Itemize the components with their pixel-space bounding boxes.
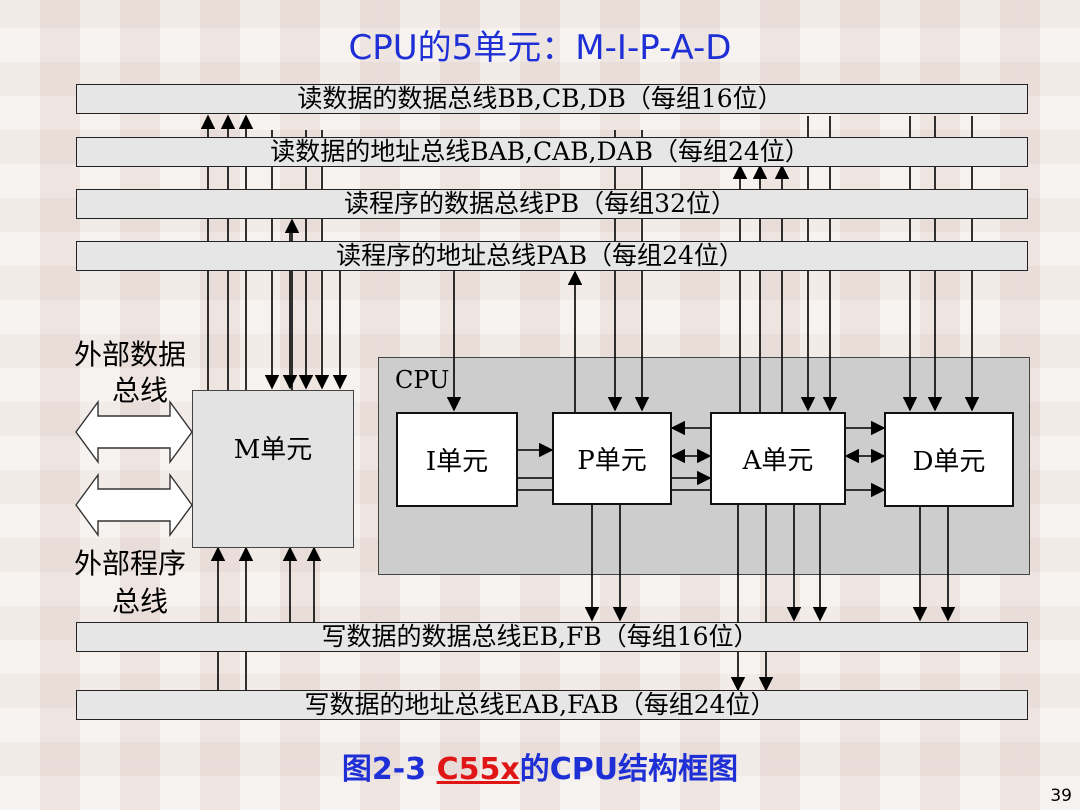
i-unit: I单元 [396, 412, 518, 507]
write-data-bus-label: 写数据的数据总线EB,FB（每组16位） [321, 622, 759, 651]
ext-prog-bus-label-2: 总线 [112, 585, 169, 618]
m-unit: M单元 [192, 390, 354, 548]
p-unit: P单元 [552, 412, 672, 505]
caption-prefix: 图2-3 [341, 752, 437, 787]
page-number: 39 [1050, 786, 1072, 806]
a-unit: A单元 [710, 412, 846, 505]
read-addr-bus [76, 137, 1028, 167]
caption-suffix: 的CPU结构框图 [519, 752, 739, 787]
read-data-bus [76, 84, 1028, 114]
write-addr-bus [76, 690, 1028, 720]
prog-data-bus-label: 读程序的数据总线PB（每组32位） [343, 189, 736, 218]
ext-data-bus-label-2: 总线 [112, 374, 169, 407]
ext-data-bus-label-1: 外部数据 [74, 338, 187, 371]
ext-prog-bus-label-1: 外部程序 [74, 547, 187, 580]
write-addr-bus-label: 写数据的地址总线EAB,FAB（每组24位） [304, 690, 776, 719]
caption-link[interactable]: C55x [436, 752, 520, 787]
figure-caption: 图2-3 C55x的CPU结构框图 [0, 744, 1080, 788]
prog-addr-bus-label: 读程序的地址总线PAB（每组24位） [336, 241, 744, 270]
prog-data-bus [76, 189, 1028, 219]
write-data-bus [76, 622, 1028, 652]
read-addr-bus-label: 读数据的地址总线BAB,CAB,DAB（每组24位） [270, 137, 810, 166]
d-unit: D单元 [884, 412, 1014, 507]
cpu-label: CPU [395, 366, 450, 394]
prog-addr-bus [76, 241, 1028, 271]
slide-title: CPU的5单元：M-I-P-A-D [348, 28, 732, 68]
read-data-bus-label: 读数据的数据总线BB,CB,DB（每组16位） [297, 84, 783, 113]
